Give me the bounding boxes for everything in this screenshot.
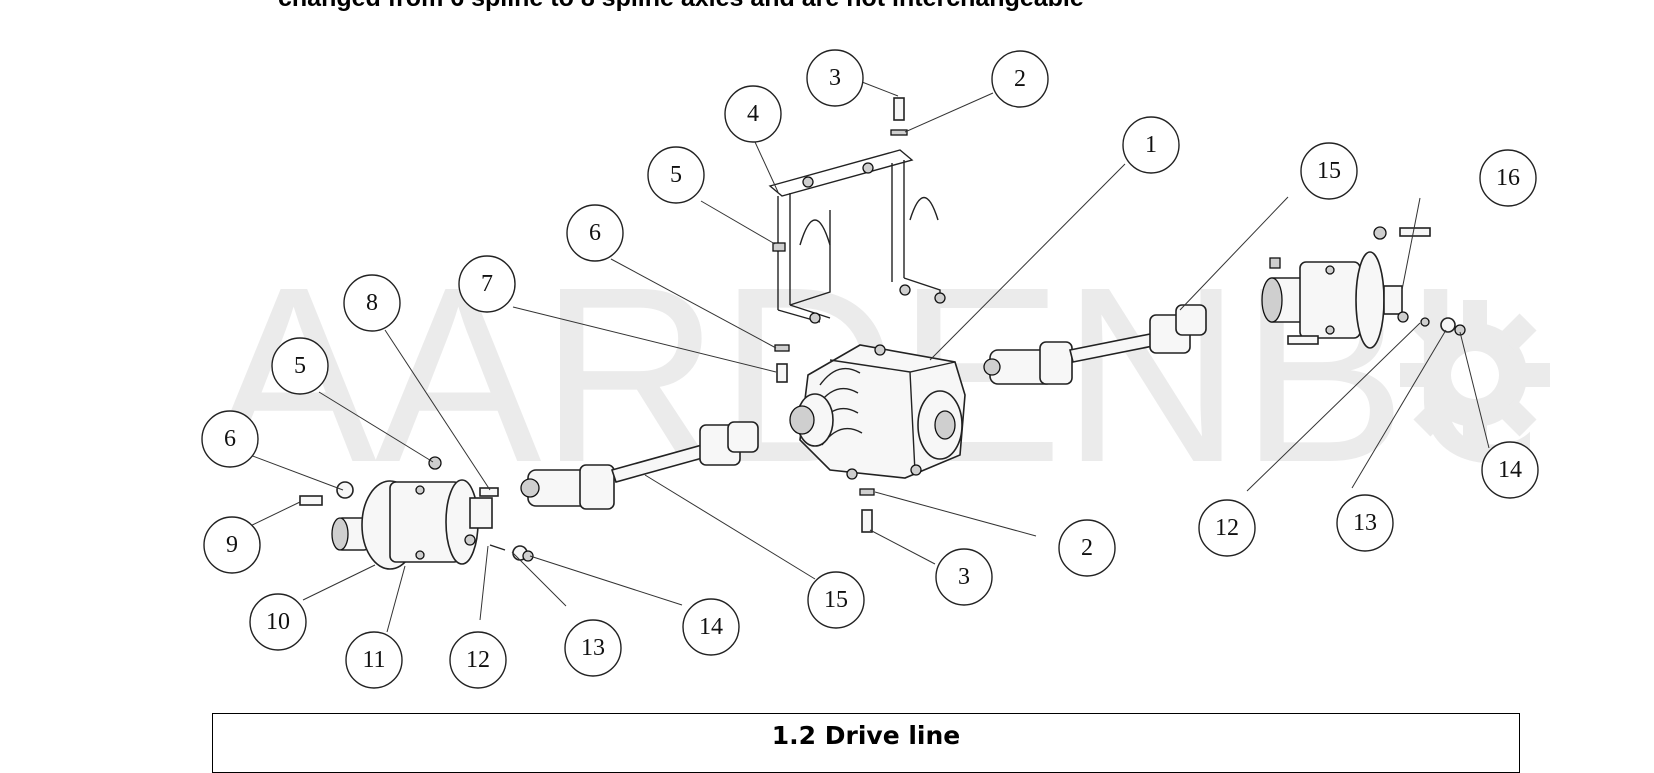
callout-3: 3 [935, 548, 993, 606]
svg-text:15: 15 [1317, 158, 1341, 184]
fastener-stack-top [772, 97, 908, 533]
svg-text:13: 13 [1353, 510, 1377, 536]
svg-text:15: 15 [824, 587, 848, 613]
svg-text:13: 13 [581, 635, 605, 661]
caption-title: 1.2 Drive line [771, 721, 961, 750]
callout-1: 1 [1122, 116, 1180, 174]
svg-text:6: 6 [224, 426, 236, 452]
svg-text:14: 14 [699, 614, 723, 640]
svg-text:10: 10 [266, 609, 290, 635]
svg-text:2: 2 [1014, 66, 1026, 92]
callout-6: 6 [566, 204, 624, 262]
callout-16: 16 [1479, 149, 1537, 207]
callout-12: 12 [1198, 499, 1256, 557]
svg-text:8: 8 [366, 290, 378, 316]
driveshaft-center [520, 421, 759, 510]
svg-text:5: 5 [294, 353, 306, 379]
gear-icon [1400, 300, 1550, 450]
callout-2: 2 [991, 50, 1049, 108]
hub-left [299, 456, 534, 570]
callout-11: 11 [345, 631, 403, 689]
top-note-text: changed from 6 spline to 8 spline axles … [278, 0, 1084, 13]
callout-2: 2 [1058, 519, 1116, 577]
svg-text:3: 3 [829, 65, 841, 91]
drive-line-diagram: 3 2 4 1 5 6 7 8 5 6 9 10 11 12 13 14 15 [201, 49, 1539, 689]
callout-9: 9 [203, 516, 261, 574]
bracket-part [768, 149, 946, 324]
gearbox-part [789, 344, 966, 480]
svg-text:2: 2 [1081, 535, 1093, 561]
callout-5: 5 [647, 146, 705, 204]
callout-5: 5 [271, 337, 329, 395]
svg-text:11: 11 [362, 647, 385, 673]
callout-15: 15 [1300, 142, 1358, 200]
svg-text:16: 16 [1496, 165, 1520, 191]
svg-text:14: 14 [1498, 457, 1522, 483]
callout-10: 10 [249, 593, 307, 651]
callout-7: 7 [458, 255, 516, 313]
svg-text:3: 3 [958, 564, 970, 590]
callout-8: 8 [343, 274, 401, 332]
callout-15: 15 [807, 571, 865, 629]
callout-13: 13 [564, 619, 622, 677]
callout-3: 3 [806, 49, 864, 107]
svg-text:5: 5 [670, 162, 682, 188]
svg-text:7: 7 [481, 271, 493, 297]
driveshaft-right [983, 304, 1207, 385]
svg-text:4: 4 [747, 101, 759, 127]
callout-14: 14 [1481, 441, 1539, 499]
hub-right [1261, 226, 1466, 349]
callout-6: 6 [201, 410, 259, 468]
svg-text:1: 1 [1145, 132, 1157, 158]
svg-text:12: 12 [466, 647, 490, 673]
leader-lines [245, 81, 1490, 633]
callout-4: 4 [724, 85, 782, 143]
callout-14: 14 [682, 598, 740, 656]
caption-box: 1.2 Drive line [212, 713, 1520, 773]
svg-text:6: 6 [589, 220, 601, 246]
callout-12: 12 [449, 631, 507, 689]
svg-text:9: 9 [226, 532, 238, 558]
callout-13: 13 [1336, 494, 1394, 552]
svg-text:12: 12 [1215, 515, 1239, 541]
